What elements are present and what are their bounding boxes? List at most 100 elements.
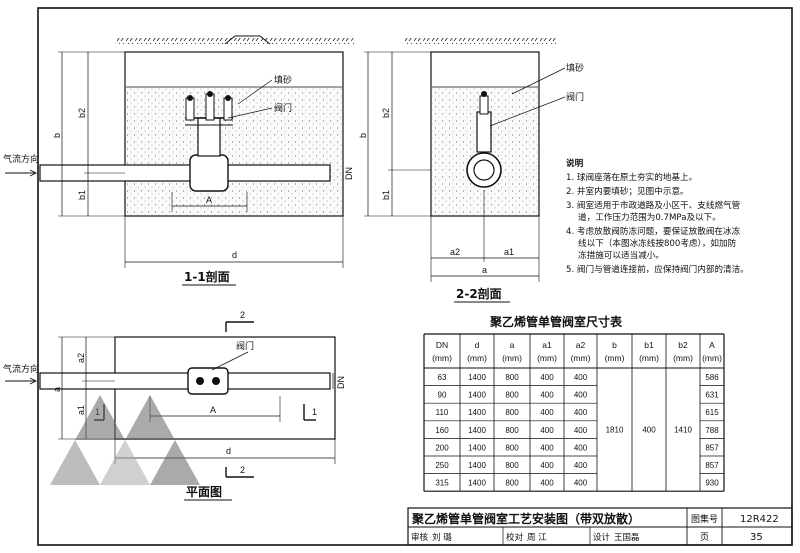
table-header: a1 [542,340,552,350]
table-grid [423,333,725,492]
table-cell: 857 [705,461,719,470]
table-cell: 631 [705,391,719,400]
dim-DN-1-1: DN [344,167,354,180]
table-cell: 788 [705,426,719,435]
sand-label-2-2: 填砂 [566,62,584,74]
table-cell: 800 [505,443,519,452]
table-cell: 400 [540,408,554,417]
dim-A-1-1: A [206,195,212,205]
ground-hatch-left [115,38,355,44]
table-header: A [709,340,715,350]
sand-fill-1-1 [126,87,342,215]
section-mark-2-top: 2 [240,310,245,320]
valve-label-2-2: 阀门 [566,91,584,103]
dim-DN-plan: DN [336,376,346,389]
table-cell: 400 [574,408,588,417]
plan-view: 阀门 气流方向 a a2 a1 DN A d 1 1 2 [3,310,346,501]
sand-label-1-1: 填砂 [274,74,292,86]
table-title: 聚乙烯管单管阀室尺寸表 [489,314,623,329]
table-cell: 1400 [468,461,486,470]
pit-wall-2-2 [430,51,540,217]
dim-d-plan: d [226,446,231,456]
table-cell: 1400 [468,373,486,382]
title-block: 聚乙烯管单管阀室工艺安装图（带双放散） 图集号 12R422 审核 刘 璐 校对… [407,507,793,546]
table-cell: 400 [574,426,588,435]
table-header-unit: (mm) [702,353,722,363]
dim-a2-plan: a2 [76,353,86,363]
ball-valve-1-1 [189,154,229,192]
table-cell: 315 [435,479,449,488]
table-cell: 90 [438,391,447,400]
table-cell: 400 [540,461,554,470]
page-number: 35 [750,532,763,543]
table-header-unit: (mm) [571,353,591,363]
table-cell: 1400 [468,426,486,435]
flow-arrow-icon [5,377,38,385]
table-cell: 160 [435,426,449,435]
table-header: DN [436,340,448,350]
designer-name: 王国磊 [614,533,640,543]
note-line: 3. 阀室适用于市政道路及小区干、支线燃气管 [566,199,741,211]
reviewer-name: 刘 璐 [432,532,452,543]
dim-A-plan: A [210,405,216,415]
table-cell: 400 [540,443,554,452]
table-header: a2 [576,340,586,350]
note-line: 线以下（本图冰冻线按800考虑），如加防 [578,237,737,249]
table-cell: 400 [540,373,554,382]
design-label: 设计 [593,532,611,543]
table-cell: 400 [540,479,554,488]
pit-wall-1-1 [124,51,344,217]
table-cell: 1400 [468,408,486,417]
ground-hatch-right [405,38,557,44]
table-header-unit: (mm) [605,353,625,363]
section-2-2-title: 2-2剖面 [456,286,502,301]
table-header-unit: (mm) [639,353,659,363]
table-cell: 400 [540,426,554,435]
note-line: 道，工作压力范围为0.7MPa及以下。 [578,211,721,223]
table-cell: 400 [574,443,588,452]
dim-b1-1-1: b1 [77,190,87,200]
note-line: 5. 阀门与管道连接前，应保持阀门内部的清洁。 [566,263,749,275]
table-header-unit: (mm) [467,353,487,363]
table-header: a [510,340,515,350]
table-cells: DN(mm)d(mm)a(mm)a1(mm)a2(mm)b(mm)b1(mm)b… [432,340,722,488]
table-cell: 857 [705,443,719,452]
gas-pipe-plan [39,372,331,390]
note-line: 1. 球阀座落在原土夯实的地基上。 [566,171,697,183]
table-cell: 586 [705,373,719,382]
table-cell: 1400 [468,479,486,488]
checker-name: 周 江 [527,533,547,543]
dim-b2-1-1: b2 [77,108,87,118]
table-header-unit: (mm) [502,353,522,363]
plan-title: 平面图 [186,485,222,499]
dim-a-plan: a [52,387,62,392]
table-cell: 63 [438,373,447,382]
table-cell: 800 [505,391,519,400]
dim-b1-2-2: b1 [381,190,391,200]
table-header: b1 [644,340,654,350]
note-line: 4. 考虑放散阀防冻问题，要保证放散阀在冰冻 [566,225,741,237]
table-cell: 800 [505,408,519,417]
gas-pipe-1-1 [39,164,331,182]
section-2-2: 填砂 阀门 b b2 b1 a2 a1 a 2-2剖面 [358,38,584,303]
dim-b-1-1: b [52,133,62,138]
table-cell-merged-b2: 1410 [674,426,692,435]
table-cell: 110 [436,408,449,417]
table-cell: 615 [705,408,719,417]
section-1-1-title: 1-1剖面 [184,269,230,284]
page-label: 页 [700,532,709,543]
table-cell: 1400 [468,443,486,452]
table-header-unit: (mm) [432,353,452,363]
table-cell: 200 [435,443,449,452]
dim-d-1-1: d [232,250,237,260]
review-label: 审核 [411,532,429,543]
table-cell: 250 [435,461,449,470]
dim-a-2-2: a [482,265,487,275]
check-label: 校对 [506,532,524,543]
table-cell: 400 [574,461,588,470]
dim-b-2-2: b [358,133,368,138]
table-cell-merged-b1: 400 [642,426,656,435]
table-cell: 930 [705,479,719,488]
atlas-label: 图集号 [691,513,718,525]
